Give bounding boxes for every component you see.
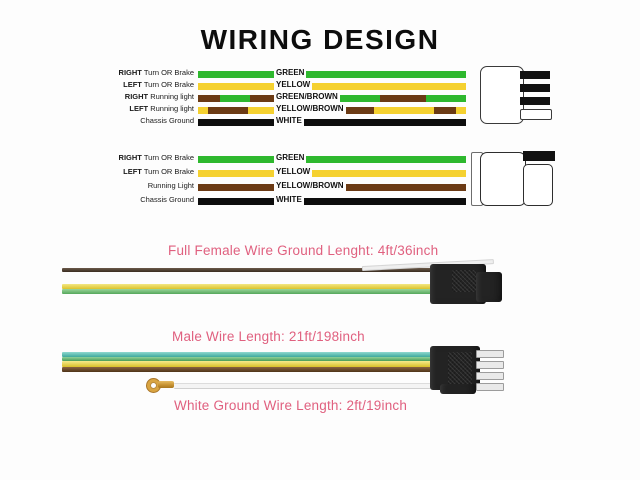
connector-texture — [452, 270, 476, 292]
row-label: LEFT Running light — [129, 104, 194, 114]
row-label: RIGHT Turn OR Brake — [119, 68, 194, 78]
harness-wire-white-ground — [174, 383, 464, 389]
wire-dash-segment — [250, 95, 290, 102]
wire-line — [198, 83, 466, 90]
row-function: Turn OR Brake — [143, 80, 194, 89]
row-function: Chassis Ground — [140, 116, 194, 125]
row-side: LEFT — [123, 167, 142, 176]
row-label: RIGHT Running light — [125, 92, 194, 102]
wire-line — [198, 198, 466, 205]
connector-black-male-base — [440, 384, 476, 394]
connector-prong — [520, 84, 550, 92]
harness-wire-yellow — [62, 361, 462, 367]
wire-color-name: YELLOW/BROWN — [274, 181, 346, 191]
harness-wire-yellow — [62, 284, 462, 289]
row-function: Running Light — [147, 181, 194, 190]
wire-color-name: GREEN/BROWN — [274, 92, 340, 102]
row-function: Chassis Ground — [140, 195, 194, 204]
row-side: LEFT — [123, 80, 142, 89]
connector-blade — [476, 350, 504, 358]
row-label: RIGHT Turn OR Brake — [119, 153, 194, 163]
connector-secondary-body — [523, 164, 553, 206]
connector-blade — [476, 372, 504, 380]
wire-color-name: GREEN — [274, 153, 307, 163]
row-function: Running light — [150, 104, 194, 113]
wire-line — [198, 119, 466, 126]
connector-body — [480, 152, 526, 206]
connector-black-female-shroud — [476, 272, 502, 302]
wire-color-name: WHITE — [274, 195, 304, 205]
wire-color-name: YELLOW — [274, 167, 313, 177]
ring-terminal-barrel — [158, 381, 174, 388]
harness-wire-brown — [62, 268, 462, 272]
wire-dash-segment — [322, 107, 374, 114]
connector-texture — [448, 352, 472, 386]
schematic-row: Chassis Ground WHITE — [140, 116, 466, 128]
connector-blade — [476, 361, 504, 369]
wire-line — [198, 156, 466, 163]
wire-dash-segment — [434, 107, 456, 114]
row-function: Turn OR Brake — [143, 153, 194, 162]
female-wire-harness — [62, 259, 502, 314]
wire-dash-segment — [208, 107, 248, 114]
connector-blade — [476, 383, 504, 391]
wire-color-name: YELLOW/BROWN — [274, 104, 346, 114]
harness-wire-green — [62, 289, 462, 294]
wire-color-name: WHITE — [274, 116, 304, 126]
row-label: Running Light — [148, 181, 194, 191]
row-label: LEFT Turn OR Brake — [123, 167, 194, 177]
harness-wire-green — [62, 357, 462, 361]
schematic-row: LEFT Turn OR Brake YELLOW — [123, 167, 466, 179]
page-title: WIRING DESIGN — [200, 24, 440, 55]
wire-dash-segment — [198, 95, 220, 102]
gold-ring-terminal — [146, 378, 176, 393]
row-side: RIGHT — [118, 68, 142, 77]
label-white-ground-length: White Ground Wire Length: 2ft/19inch — [174, 398, 408, 413]
row-function: Turn OR Brake — [143, 68, 194, 77]
row-side: RIGHT — [124, 92, 149, 101]
connector-body — [480, 66, 524, 124]
row-side: RIGHT — [118, 153, 142, 162]
connector-prong — [520, 109, 552, 120]
connector-black-male-plug — [430, 346, 480, 390]
harness-wire-teal — [62, 352, 462, 357]
schematic-row: RIGHT Running light GREEN/BROWN — [125, 92, 466, 104]
wire-dash-segment — [380, 95, 426, 102]
schematic-row: RIGHT Turn OR Brake GREEN — [119, 153, 466, 165]
schematic-row: RIGHT Turn OR Brake GREEN — [119, 68, 466, 80]
connector-prong — [520, 97, 550, 105]
schematic-block-four-wire: RIGHT Turn OR Brake GREEN LEFT Turn OR B… — [119, 151, 555, 206]
connector-female-socket — [471, 151, 560, 206]
schematic-row: LEFT Turn OR Brake YELLOW — [123, 80, 466, 92]
row-function: Running light — [150, 92, 194, 101]
row-side: LEFT — [129, 104, 149, 113]
row-label: LEFT Turn OR Brake — [123, 80, 194, 90]
wire-color-name: GREEN — [274, 68, 307, 78]
connector-prong — [520, 71, 550, 79]
row-label: Chassis Ground — [140, 116, 194, 126]
row-label: Chassis Ground — [140, 195, 194, 205]
male-wire-harness — [62, 346, 504, 400]
wire-color-name: YELLOW — [274, 80, 313, 90]
connector-top-bar — [523, 151, 555, 161]
ring-terminal-hole — [150, 382, 157, 389]
row-function: Turn OR Brake — [143, 167, 194, 176]
schematic-block-five-wire: RIGHT Turn OR Brake GREEN LEFT Turn OR B… — [119, 66, 552, 128]
schematic-row: Chassis Ground WHITE — [140, 195, 466, 207]
schematic-row: LEFT Running light YELLOW/BROWN — [129, 104, 466, 116]
wire-line — [198, 71, 466, 78]
harness-wire-brown — [62, 367, 462, 372]
connector-male-four-prong — [480, 66, 554, 124]
label-female-ground-length: Full Female Wire Ground Lenght: 4ft/36in… — [168, 243, 439, 258]
schematic-row: Running Light YELLOW/BROWN — [148, 181, 466, 193]
wire-line — [198, 170, 466, 177]
label-male-wire-length: Male Wire Length: 21ft/198inch — [172, 329, 365, 344]
